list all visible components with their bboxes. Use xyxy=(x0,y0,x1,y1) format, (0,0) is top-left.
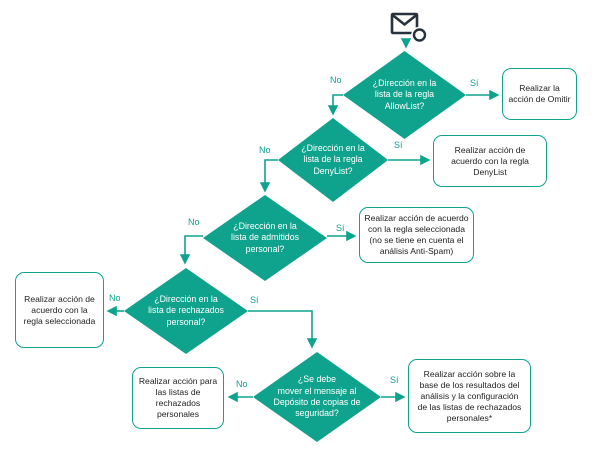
decision-allowlist-text: ¿Dirección en la lista de la regla Allow… xyxy=(372,77,437,111)
edge-label-allowlist-no: No xyxy=(330,75,342,85)
action-selected-rule: Realizar acción de acuerdo con la regla … xyxy=(15,272,104,348)
edge-label-denylist-no: No xyxy=(259,145,271,155)
edge-label-rejected-yes: Sí xyxy=(250,295,259,305)
action-selected-rule-text: Realizar acción de acuerdo con la regla … xyxy=(23,293,96,326)
action-omit-text: Realizar la acción de Omitir xyxy=(508,83,571,104)
edge-label-rejected-no: No xyxy=(109,293,121,303)
decision-backup-storage: ¿Se debe mover el mensaje al Depósito de… xyxy=(253,352,381,442)
edge-label-backup-no: No xyxy=(236,379,248,389)
decision-admitted-personal-text: ¿Dirección en la lista de admitidos pers… xyxy=(231,220,299,254)
decision-rejected-personal: ¿Dirección en la lista de rechazados per… xyxy=(124,268,248,354)
action-personal-reject-lists-text: Realizar acción para las listas de recha… xyxy=(138,376,218,419)
decision-admitted-personal: ¿Dirección en la lista de admitidos pers… xyxy=(203,195,327,281)
decision-backup-storage-text: ¿Se debe mover el mensaje al Depósito de… xyxy=(273,374,361,419)
decision-denylist-text: ¿Dirección en la lista de la regla DenyL… xyxy=(301,142,365,176)
edge-label-admitted-no: No xyxy=(188,217,200,227)
action-selected-rule-no-antispam: Realizar acción de acuerdo con la regla … xyxy=(359,207,474,263)
edge-label-admitted-yes: Sí xyxy=(336,223,345,233)
email-icon xyxy=(388,10,428,46)
action-omit: Realizar la acción de Omitir xyxy=(502,68,577,120)
action-denylist-rule: Realizar acción de acuerdo con la regla … xyxy=(433,135,547,187)
edge-label-backup-yes: Sí xyxy=(390,375,399,385)
action-selected-rule-no-antispam-text: Realizar acción de acuerdo con la regla … xyxy=(364,213,469,256)
decision-allowlist: ¿Dirección en la lista de la regla Allow… xyxy=(343,51,466,139)
action-analysis-results: Realizar acción sobre la base de los res… xyxy=(408,359,531,433)
action-denylist-rule-text: Realizar acción de acuerdo con la regla … xyxy=(451,144,529,177)
decision-rejected-personal-text: ¿Dirección en la lista de rechazados per… xyxy=(148,293,224,327)
edge-label-denylist-yes: Sí xyxy=(394,140,403,150)
edge-label-allowlist-yes: Sí xyxy=(470,78,479,88)
action-personal-reject-lists: Realizar acción para las listas de recha… xyxy=(132,367,224,429)
action-analysis-results-text: Realizar acción sobre la base de los res… xyxy=(417,368,522,423)
decision-denylist: ¿Dirección en la lista de la regla DenyL… xyxy=(278,118,388,202)
